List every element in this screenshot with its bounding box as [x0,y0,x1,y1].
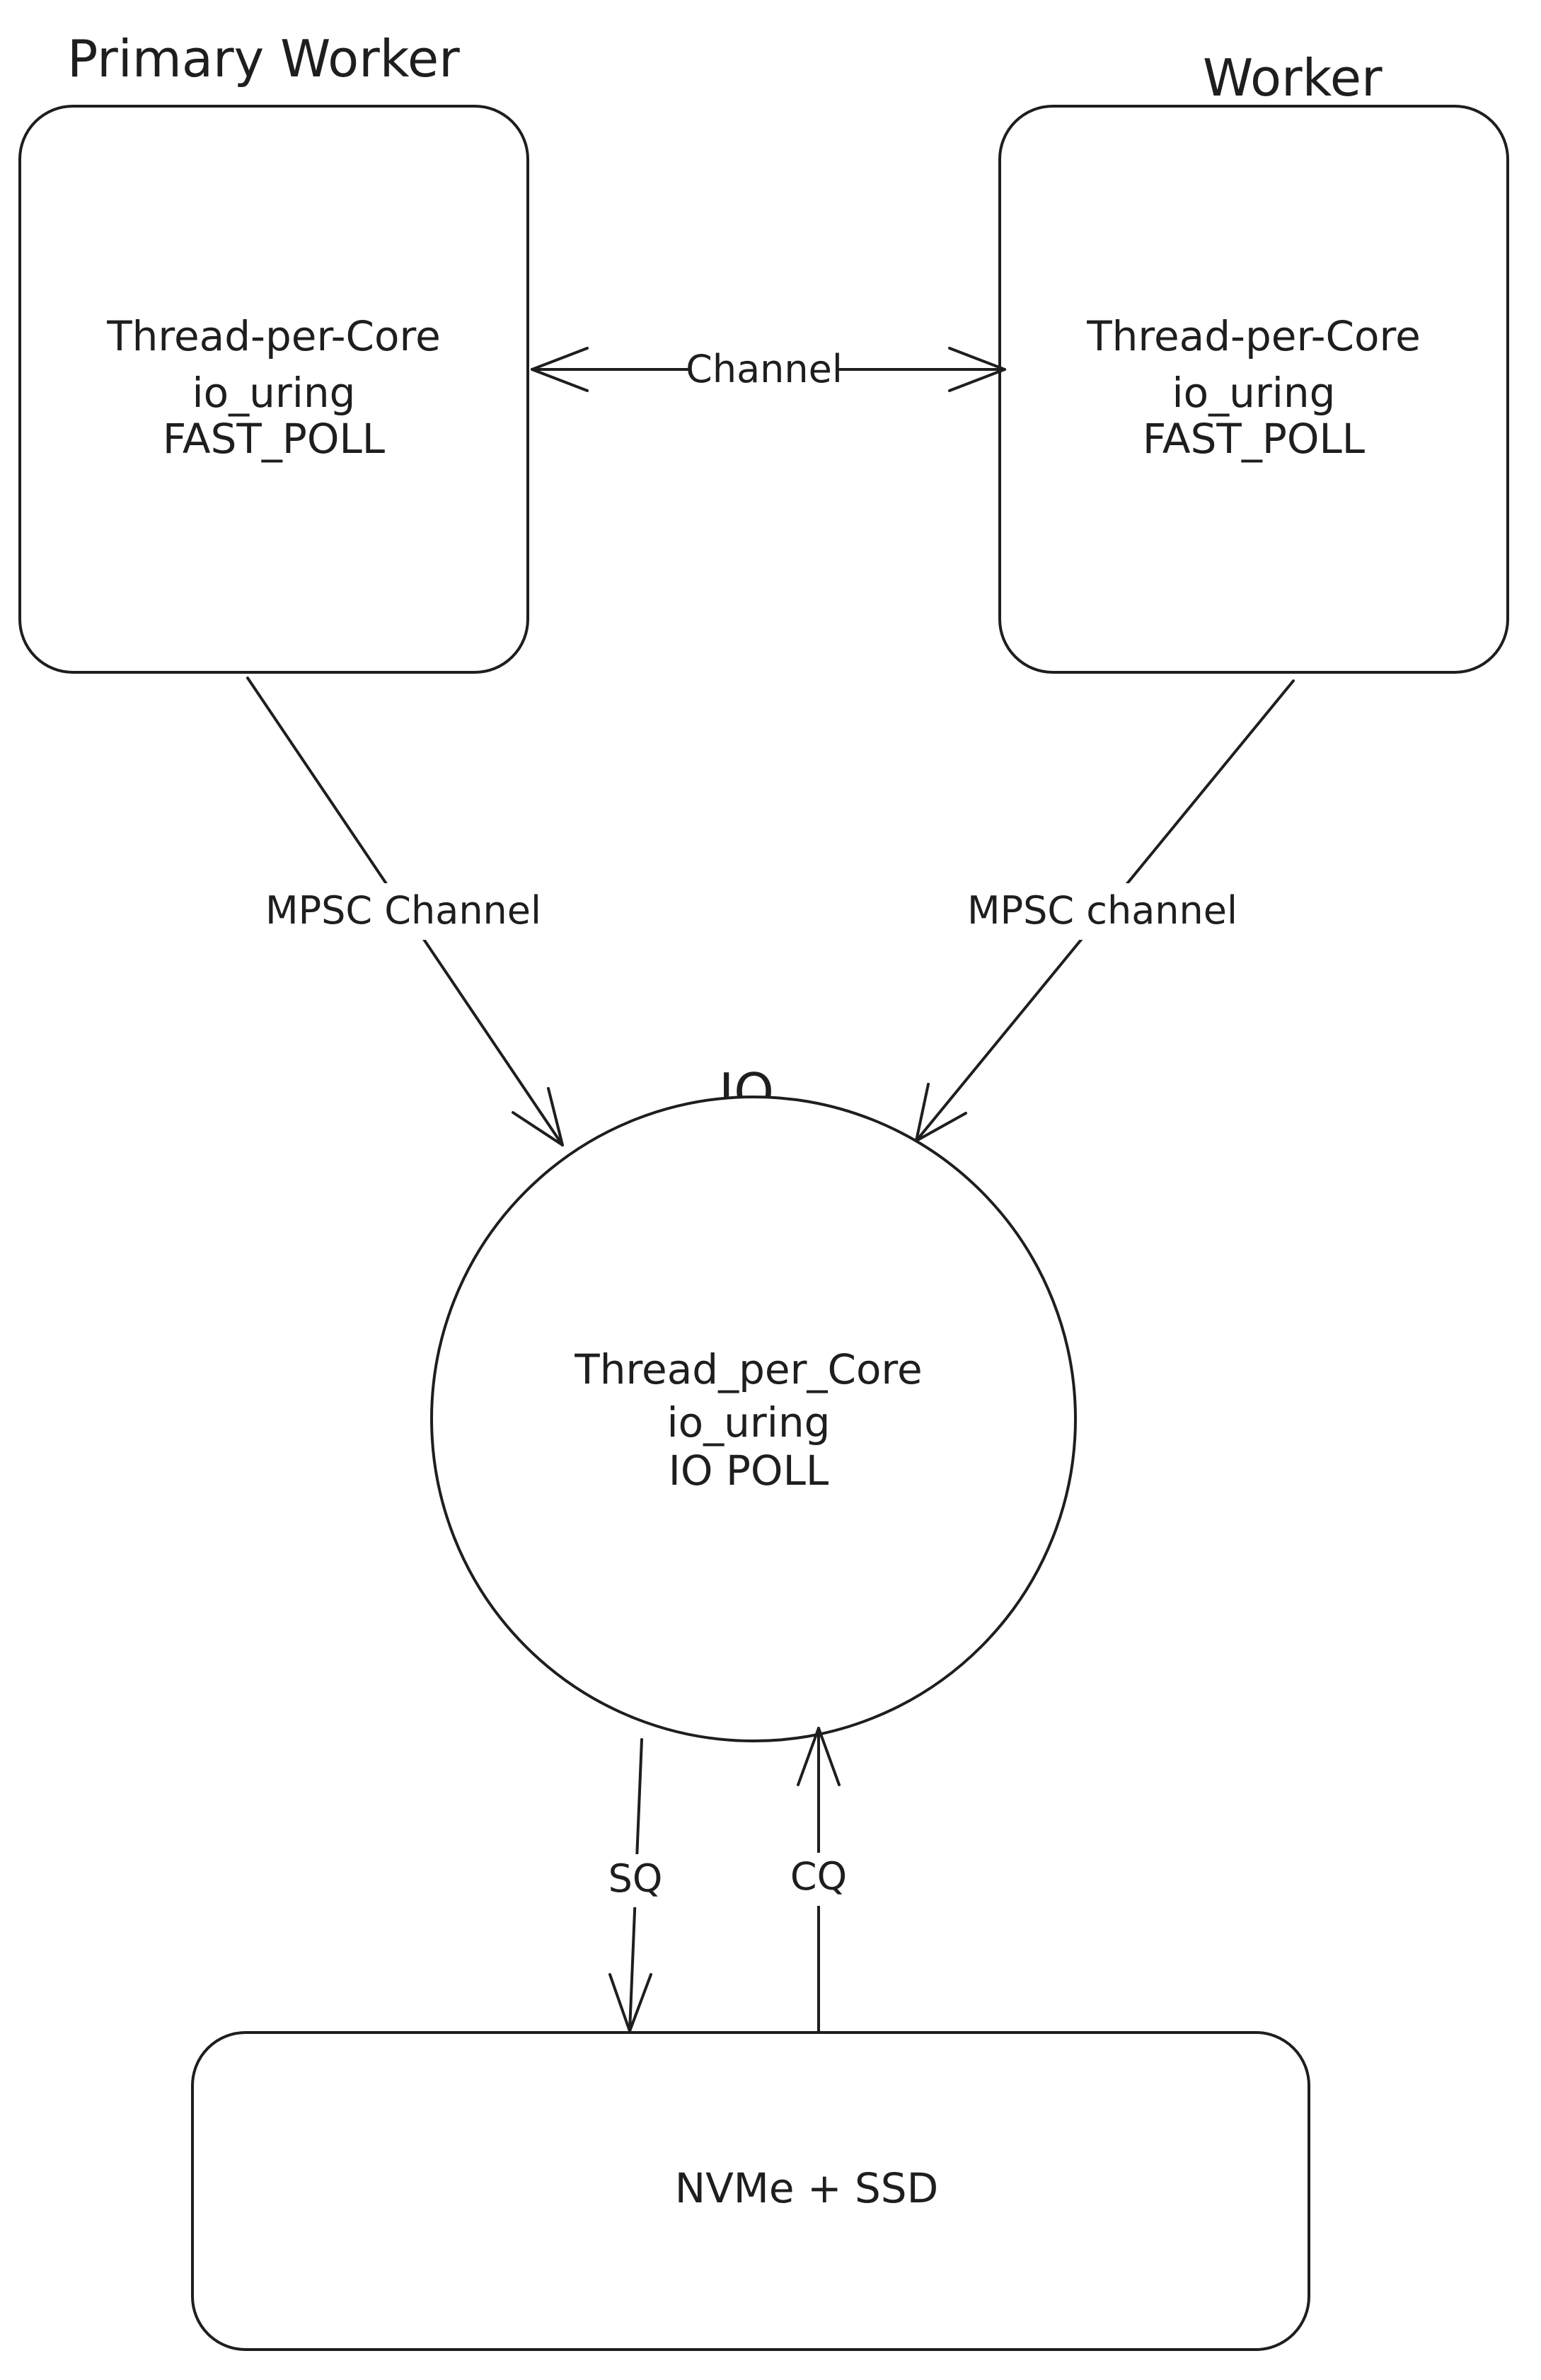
mpsc-left-arrowhead [512,1087,564,1146]
channel-label-bg [690,345,838,394]
cq-arrowhead [797,1727,841,1786]
storage-node: NVMe + SSD [191,2031,1310,2351]
primary-worker-title: Primary Worker [67,29,460,88]
cq-edge: CQ [782,1727,856,2034]
mpsc-left-label: MPSC Channel [265,888,541,933]
primary-worker-line-1: Thread-per-Core [106,312,441,360]
mpsc-left-edge: MPSC Channel [246,677,564,1146]
io-line-2: io_uring [667,1398,831,1447]
channel-arrowhead-right [948,347,1006,392]
worker-box [998,105,1509,674]
io-line-1: Thread_per_Core [574,1345,922,1393]
worker-line-3: FAST_POLL [1143,415,1365,463]
sq-label-bg [598,1854,672,1907]
mpsc-right-label-bg [952,883,1249,940]
primary-worker-box [18,105,529,674]
primary-worker-line-2: io_uring [192,369,356,417]
io-circle [430,1096,1077,1742]
io-node: IO Thread_per_Core io_uring IO POLL [430,1062,1077,1742]
worker-line-1: Thread-per-Core [1086,312,1421,360]
primary-worker-node: Primary Worker Thread-per-Core io_uring … [18,29,529,674]
cq-label: CQ [790,1854,847,1899]
sq-edge: SQ [598,1738,672,2033]
channel-edge: Channel [531,345,1006,394]
sq-label: SQ [608,1856,663,1901]
worker-node: Worker Thread-per-Core io_uring FAST_POL… [998,48,1509,674]
mpsc-left-label-bg [255,883,552,940]
mpsc-right-edge: MPSC channel [915,679,1295,1142]
worker-title: Worker [1203,48,1383,108]
storage-label: NVMe + SSD [675,2164,939,2212]
primary-worker-line-3: FAST_POLL [163,415,385,463]
mpsc-right-label: MPSC channel [967,888,1237,933]
channel-label: Channel [686,347,843,391]
channel-arrowhead-left [531,347,589,392]
worker-line-2: io_uring [1172,369,1336,417]
storage-box [191,2031,1310,2351]
cq-label-bg [782,1853,856,1906]
io-line-3: IO POLL [669,1447,829,1495]
